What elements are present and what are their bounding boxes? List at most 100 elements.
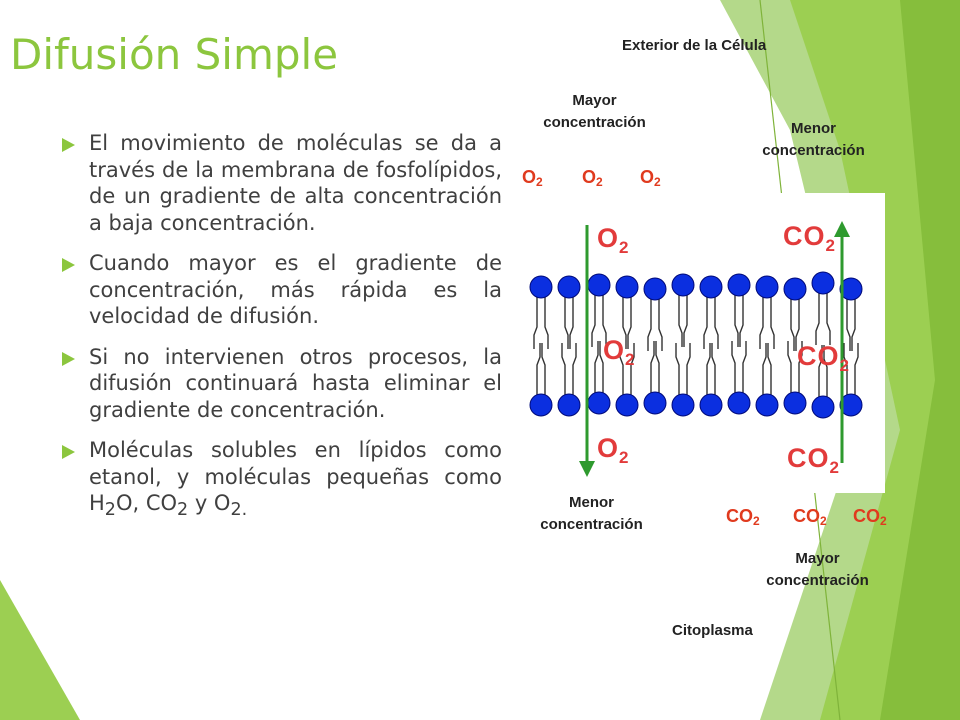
bullet-text: Cuando mayor es el gradiente de concentr… — [89, 251, 502, 328]
lipid-tail — [569, 297, 574, 349]
lipid-tail — [630, 343, 635, 395]
lipid-head — [783, 391, 807, 415]
lipid-head — [839, 393, 863, 417]
lipid-tail — [594, 341, 599, 393]
lipid-tail — [602, 295, 607, 347]
bullet-text: Moléculas solubles en lípidos como etano… — [89, 438, 502, 521]
lipid-head — [755, 275, 779, 299]
lipid-tail — [591, 295, 596, 347]
lipid-head — [699, 393, 723, 417]
lipid-tail — [658, 299, 663, 351]
lipid-tail — [734, 295, 739, 347]
lipid-tails — [533, 293, 859, 397]
lipid-head — [643, 277, 667, 301]
bullet-list: El movimiento de moléculas se da a travé… — [62, 130, 502, 538]
lipid-heads — [529, 271, 863, 419]
bullet-item: El movimiento de moléculas se da a travé… — [62, 130, 502, 236]
lipid-head — [727, 391, 751, 415]
lipid-head — [839, 277, 863, 301]
lipid-tail — [739, 295, 744, 347]
lipid-head — [643, 391, 667, 415]
lipid-tail — [647, 299, 652, 351]
bullet-item: Si no intervienen otros procesos, la dif… — [62, 344, 502, 424]
right-green-shape-dark — [880, 0, 960, 720]
lipid-tail — [787, 341, 792, 393]
o2-bottom-concentration-label: Menor concentración — [540, 494, 643, 533]
lipid-tail — [711, 343, 716, 395]
bullet-text: El movimiento de moléculas se da a travé… — [89, 131, 502, 235]
lipid-tail — [818, 345, 823, 397]
bullet-arrow-icon — [62, 138, 75, 152]
lipid-head — [755, 393, 779, 417]
lipid-tail — [767, 343, 772, 395]
lipid-tail — [706, 343, 711, 395]
o2-outside-molecule: O2 — [582, 167, 603, 189]
lipid-tail — [650, 341, 655, 393]
lipid-head — [529, 275, 553, 299]
lipid-tail — [815, 293, 820, 345]
lipid-tail — [686, 343, 691, 395]
lipid-tail — [703, 297, 708, 349]
co2-bottom-concentration-label: Mayor concentración — [766, 550, 869, 589]
lipid-tail — [854, 343, 859, 395]
co2-membrane-molecule-bottom: CO2 — [787, 443, 840, 477]
lipid-tail — [795, 299, 800, 351]
lipid-tail — [561, 343, 566, 395]
lipid-tail — [619, 343, 624, 395]
lipid-tail — [843, 343, 848, 395]
lipid-tail — [533, 297, 538, 349]
lipid-head — [557, 393, 581, 417]
lipid-tail — [599, 341, 604, 393]
lipid-head — [587, 391, 611, 415]
lipid-tail — [572, 343, 577, 395]
co2-top-concentration-label: Menor concentración — [762, 120, 865, 159]
lipid-tail — [851, 299, 856, 351]
lipid-head — [587, 273, 611, 297]
lipid-tail — [762, 343, 767, 395]
lipid-head — [615, 275, 639, 299]
lipid-head — [811, 395, 835, 419]
lipid-head — [529, 393, 553, 417]
bullet-arrow-icon — [62, 445, 75, 459]
lipid-tail — [798, 341, 803, 393]
lipid-tail — [675, 343, 680, 395]
bullet-item: Moléculas solubles en lípidos como etano… — [62, 437, 502, 524]
lipid-head — [615, 393, 639, 417]
co2-membrane-molecule-top: CO2 — [783, 221, 836, 255]
lipid-head — [811, 271, 835, 295]
o2-membrane-molecule-middle: O2 — [603, 335, 636, 369]
lipid-tail — [622, 297, 627, 349]
lipid-head — [671, 393, 695, 417]
exterior-label: Exterior de la Célula — [622, 37, 767, 54]
o2-membrane-molecule-bottom: O2 — [597, 433, 630, 467]
lipid-tail — [846, 299, 851, 351]
lipid-tail — [714, 297, 719, 349]
lipid-tail — [770, 297, 775, 349]
lipid-head — [727, 273, 751, 297]
left-bottom-green-shape — [0, 580, 80, 720]
co2-inside-molecule: CO2 — [726, 506, 760, 528]
bullet-arrow-icon — [62, 351, 75, 366]
lipid-tail — [790, 299, 795, 351]
lipid-tail — [627, 297, 632, 349]
lipid-tail — [564, 297, 569, 349]
o2-diffusion-arrow-head — [579, 461, 595, 477]
o2-membrane-molecule-top: O2 — [597, 223, 630, 257]
bullet-item: Cuando mayor es el gradiente de concentr… — [62, 250, 502, 330]
lipid-head — [783, 277, 807, 301]
lipid-tail — [826, 293, 831, 345]
lipid-tail — [823, 345, 828, 397]
o2-outside-molecule: O2 — [522, 167, 543, 189]
lipid-tail — [655, 341, 660, 393]
co2-inside-molecule: CO2 — [853, 506, 887, 528]
lipid-head — [699, 275, 723, 299]
bullet-arrow-icon — [62, 258, 75, 272]
lipid-tail — [536, 343, 541, 395]
lipid-tail — [742, 341, 747, 393]
lipid-tail — [541, 343, 546, 395]
lipid-tail — [731, 341, 736, 393]
co2-membrane-molecule-middle: CO2 — [797, 341, 850, 375]
co2-inside-molecule: CO2 — [793, 506, 827, 528]
